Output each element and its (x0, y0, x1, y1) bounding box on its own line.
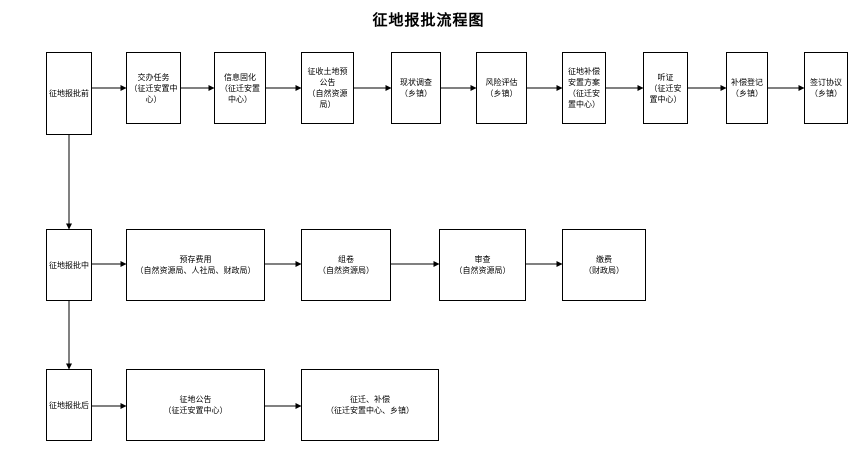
step-status-survey: 现状调查 （乡镇） (391, 52, 441, 124)
stage-during: 征地报批中 (46, 229, 92, 301)
step-sign-agreement: 签订协议 （乡镇） (804, 52, 848, 124)
stage-after: 征地报批后 (46, 369, 92, 441)
step-info-freeze: 信息固化 （征迁安置中心） (214, 52, 266, 124)
stage-before: 征地报批前 (46, 52, 92, 135)
step-compensation-registration: 补偿登记 （乡镇） (726, 52, 768, 124)
step-review: 审查 （自然资源局） (439, 229, 526, 301)
step-compile-file: 组卷 （自然资源局） (301, 229, 391, 301)
step-land-announcement: 征地公告 （征迁安置中心） (126, 369, 265, 441)
step-hearing: 听证 （征迁安置中心） (643, 52, 688, 124)
diagram-title: 征地报批流程图 (372, 11, 485, 29)
step-pre-notice: 征收土地预公告 （自然资源局） (301, 52, 354, 124)
step-relocation-compensation: 征迁、补偿 （征迁安置中心、乡镇） (301, 369, 439, 441)
step-risk-assessment: 风险评估 （乡镇） (476, 52, 527, 124)
step-compensation-plan: 征地补偿安置方案 （征迁安置中心） (562, 52, 606, 124)
step-payment: 缴费 （财政局） (562, 229, 646, 301)
step-assign-task: 交办任务 （征迁安置中心） (126, 52, 181, 124)
step-prepay-fees: 预存费用 （自然资源局、人社局、财政局） (126, 229, 265, 301)
